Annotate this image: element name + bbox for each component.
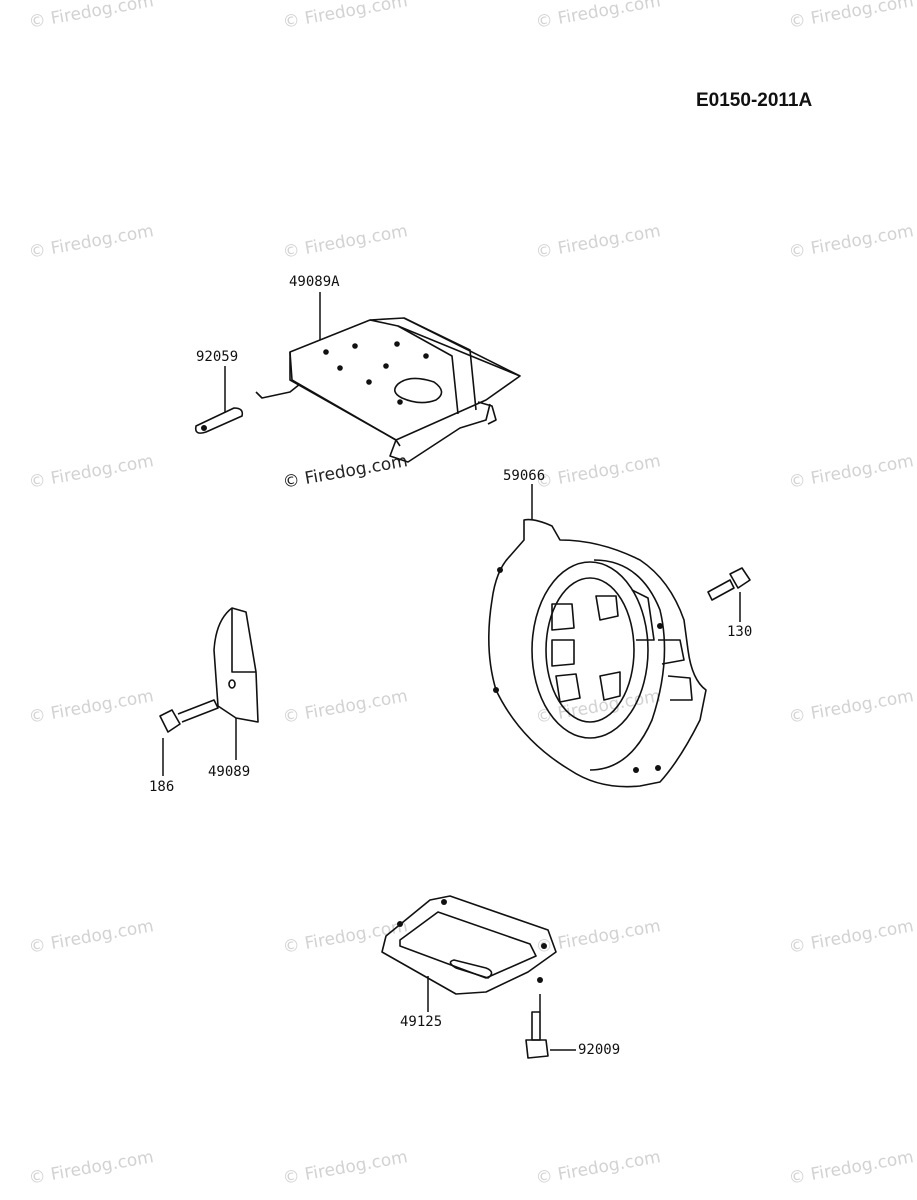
part-label-49089a: 49089A: [289, 274, 340, 290]
part-label-49125: 49125: [400, 1014, 443, 1030]
part-label-92059: 92059: [196, 349, 239, 365]
part-label-92009: 92009: [578, 1042, 621, 1058]
gasket-49125: [381, 895, 557, 995]
bolt-92009: [525, 1011, 549, 1059]
diagram-code: E0150-2011A: [696, 90, 813, 111]
part-label-49089: 49089: [208, 764, 251, 780]
part-label-130: 130: [727, 624, 753, 640]
cover-plate-49089a: [255, 317, 521, 463]
pin-92059: [194, 407, 244, 434]
bracket-49089: [213, 607, 259, 723]
leader-lines: [162, 292, 741, 1051]
part-label-186: 186: [149, 779, 175, 795]
fan-housing-59066: [488, 518, 707, 788]
bolt-130: [707, 567, 751, 601]
part-label-59066: 59066: [503, 468, 546, 484]
bolt-186: [159, 699, 219, 733]
